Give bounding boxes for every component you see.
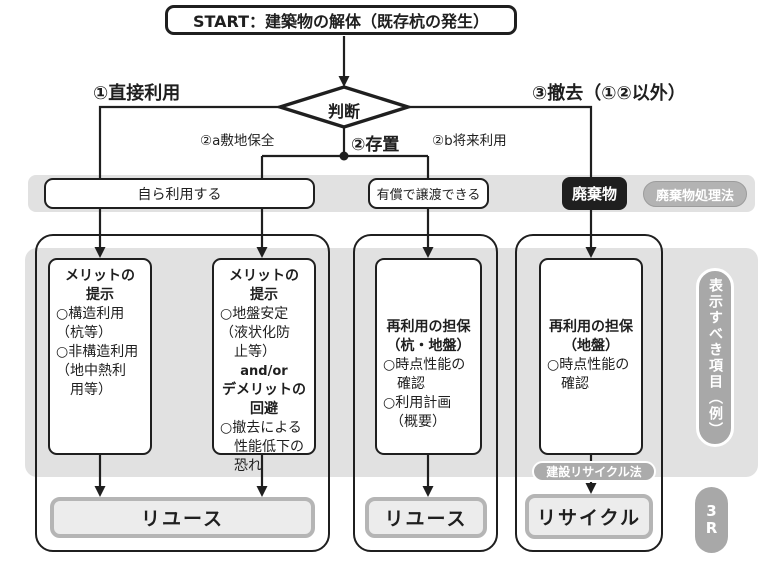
paid-transfer-box: 有償で譲渡できる	[368, 178, 489, 209]
reuse-guarantee-box-2: 再利用の担保 （地盤） ○時点性能の 確認	[539, 258, 643, 455]
flow-lines	[98, 36, 593, 486]
reuse-guarantee-box-1-title: 再利用の担保 （杭・地盤）	[386, 319, 471, 354]
reuse-guarantee-box-2-items: ○時点性能の 確認	[547, 357, 630, 392]
arrowheads	[94, 76, 597, 497]
branch-direct-use-label: ①直接利用	[93, 83, 181, 104]
waste-box: 廃棄物	[562, 177, 627, 210]
merit-box-1-items: ○構造利用 （杭等） ○非構造利用 （地中熱利 用等）	[56, 306, 139, 398]
reuse-guarantee-box-2-title: 再利用の担保 （地盤）	[549, 319, 633, 354]
waste-label: 廃棄物	[571, 185, 617, 203]
three-r-pill: 3 R	[695, 487, 728, 553]
merit-box-1-title: メリットの 提示	[65, 268, 135, 303]
merit-box-2: メリットの 提示 ○地盤安定 （液状化防 止等） and/or デメリットの 回…	[212, 258, 316, 474]
container-removal	[515, 234, 663, 552]
three-r-label: 3 R	[705, 501, 718, 537]
decision-label: 判断	[327, 102, 361, 121]
start-label: START：建築物の解体（既存杭の発生）	[192, 12, 490, 31]
junction-dot	[339, 151, 349, 161]
reuse-result-wide: リユース	[50, 497, 315, 538]
merit-box-1: メリットの 提示 ○構造利用 （杭等） ○非構造利用 （地中熱利 用等）	[48, 258, 152, 455]
reuse-guarantee-box-1-items: ○時点性能の 確認 ○利用計画 （概要）	[383, 357, 466, 430]
container-paid-transfer	[353, 234, 498, 552]
branch-removal-label: ③撤去（①②以外）	[532, 83, 686, 104]
self-use-box: 自ら利用する	[44, 178, 315, 209]
branch-future-use-label: ②b将来利用	[432, 133, 507, 149]
display-items-label: 表示すべき項目（例）	[707, 277, 723, 438]
merit-box-2-connector: and/or	[240, 364, 288, 379]
branch-leave-in-place-label: ②存置	[351, 135, 400, 155]
demerit-title: デメリットの 回避	[222, 382, 306, 417]
waste-law-label: 廃棄物処理法	[655, 188, 734, 204]
reuse-result-label: リユース	[384, 508, 468, 530]
branch-site-preservation-label: ②a敷地保全	[200, 133, 275, 149]
recycle-result: リサイクル	[525, 494, 653, 539]
reuse-result-wide-label: リユース	[140, 508, 225, 530]
recycle-result-label: リサイクル	[536, 507, 642, 529]
container-direct-use	[35, 234, 330, 552]
recycle-law-label: 建設リサイクル法	[546, 465, 642, 479]
waste-law-pill: 廃棄物処理法	[643, 181, 747, 207]
merit-box-2-items: ○地盤安定 （液状化防 止等）	[220, 306, 290, 360]
paid-transfer-label: 有償で譲渡できる	[376, 188, 481, 203]
start-node: START：建築物の解体（既存杭の発生）	[165, 5, 517, 35]
display-items-pill: 表示すべき項目（例）	[696, 268, 734, 447]
reuse-result: リユース	[365, 497, 487, 538]
recycle-law-pill: 建設リサイクル法	[532, 461, 656, 482]
decision-diamond	[274, 85, 414, 129]
self-use-label: 自ら利用する	[137, 186, 222, 203]
merit-box-2-title: メリットの 提示	[229, 268, 299, 303]
demerit-items: ○撤去による 性能低下の 恐れ	[220, 420, 304, 474]
reuse-guarantee-box-1: 再利用の担保 （杭・地盤） ○時点性能の 確認 ○利用計画 （概要）	[375, 258, 482, 455]
